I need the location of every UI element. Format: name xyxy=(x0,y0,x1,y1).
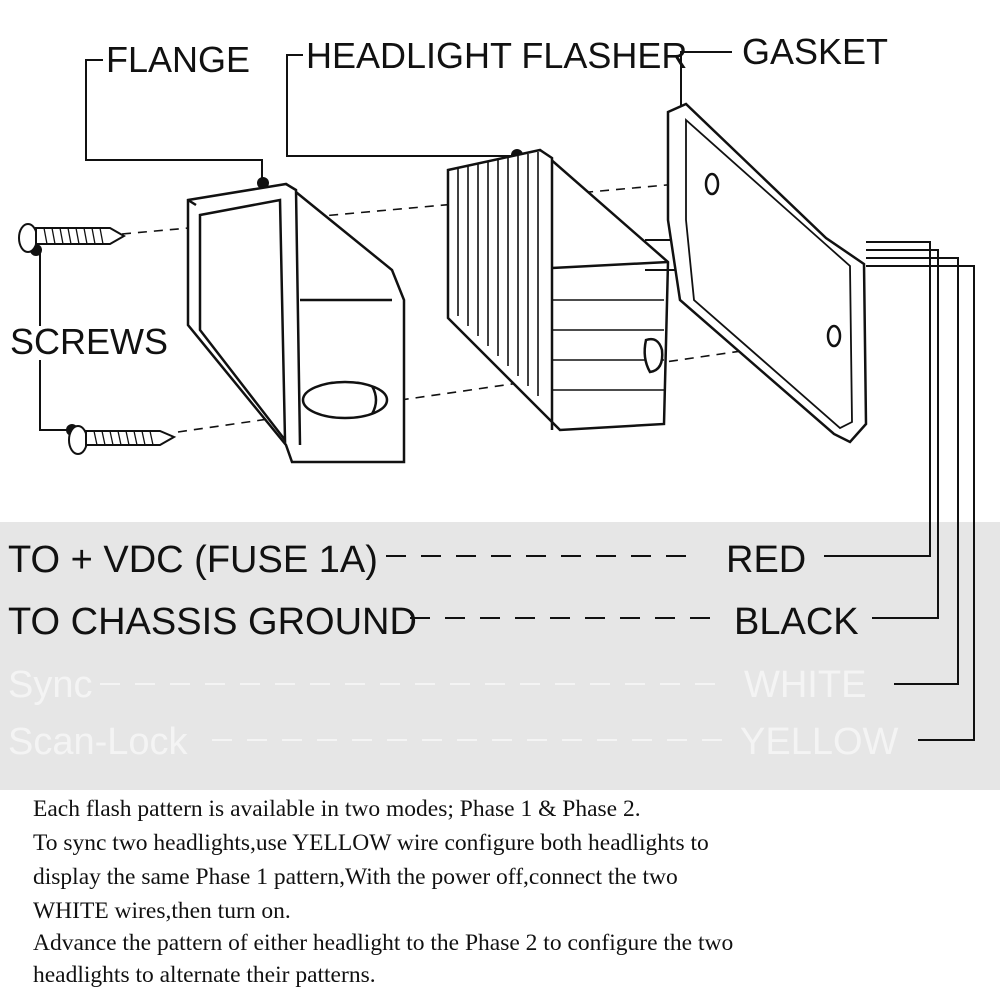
screw-top xyxy=(18,223,127,253)
note-line-4: WHITE wires,then turn on. xyxy=(33,898,291,924)
note-line-5: Advance the pattern of either headlight … xyxy=(33,930,734,956)
wire-label-scan-lock: Scan-Lock xyxy=(8,721,189,763)
wire-label-vdc: TO + VDC (FUSE 1A) xyxy=(8,539,378,581)
note-line-1: Each flash pattern is available in two m… xyxy=(33,796,641,822)
label-screws: SCREWS xyxy=(10,321,168,362)
wire-label-sync: Sync xyxy=(8,664,92,706)
gasket xyxy=(666,102,868,444)
wire-dash-lines-faint xyxy=(100,683,736,741)
rear-wires xyxy=(824,241,975,741)
wiring-panel xyxy=(0,522,1000,790)
wire-color-yellow: YELLOW xyxy=(740,721,899,763)
label-headlight-flasher: HEADLIGHT FLASHER xyxy=(306,35,687,76)
headlight-flasher xyxy=(446,148,670,432)
wire-color-red: RED xyxy=(726,539,806,581)
note-line-2: To sync two headlights,use YELLOW wire c… xyxy=(33,830,709,856)
wire-dash-lines xyxy=(386,555,712,619)
label-gasket: GASKET xyxy=(742,31,888,72)
wire-label-ground: TO CHASSIS GROUND xyxy=(8,601,417,643)
note-line-3: display the same Phase 1 pattern,With th… xyxy=(33,864,678,890)
wire-color-white: WHITE xyxy=(744,664,866,706)
note-line-6: headlights to alternate their patterns. xyxy=(33,962,376,988)
label-flange: FLANGE xyxy=(106,39,250,80)
wire-color-black: BLACK xyxy=(734,601,859,643)
flange xyxy=(186,182,406,464)
screw-bottom xyxy=(68,425,177,455)
